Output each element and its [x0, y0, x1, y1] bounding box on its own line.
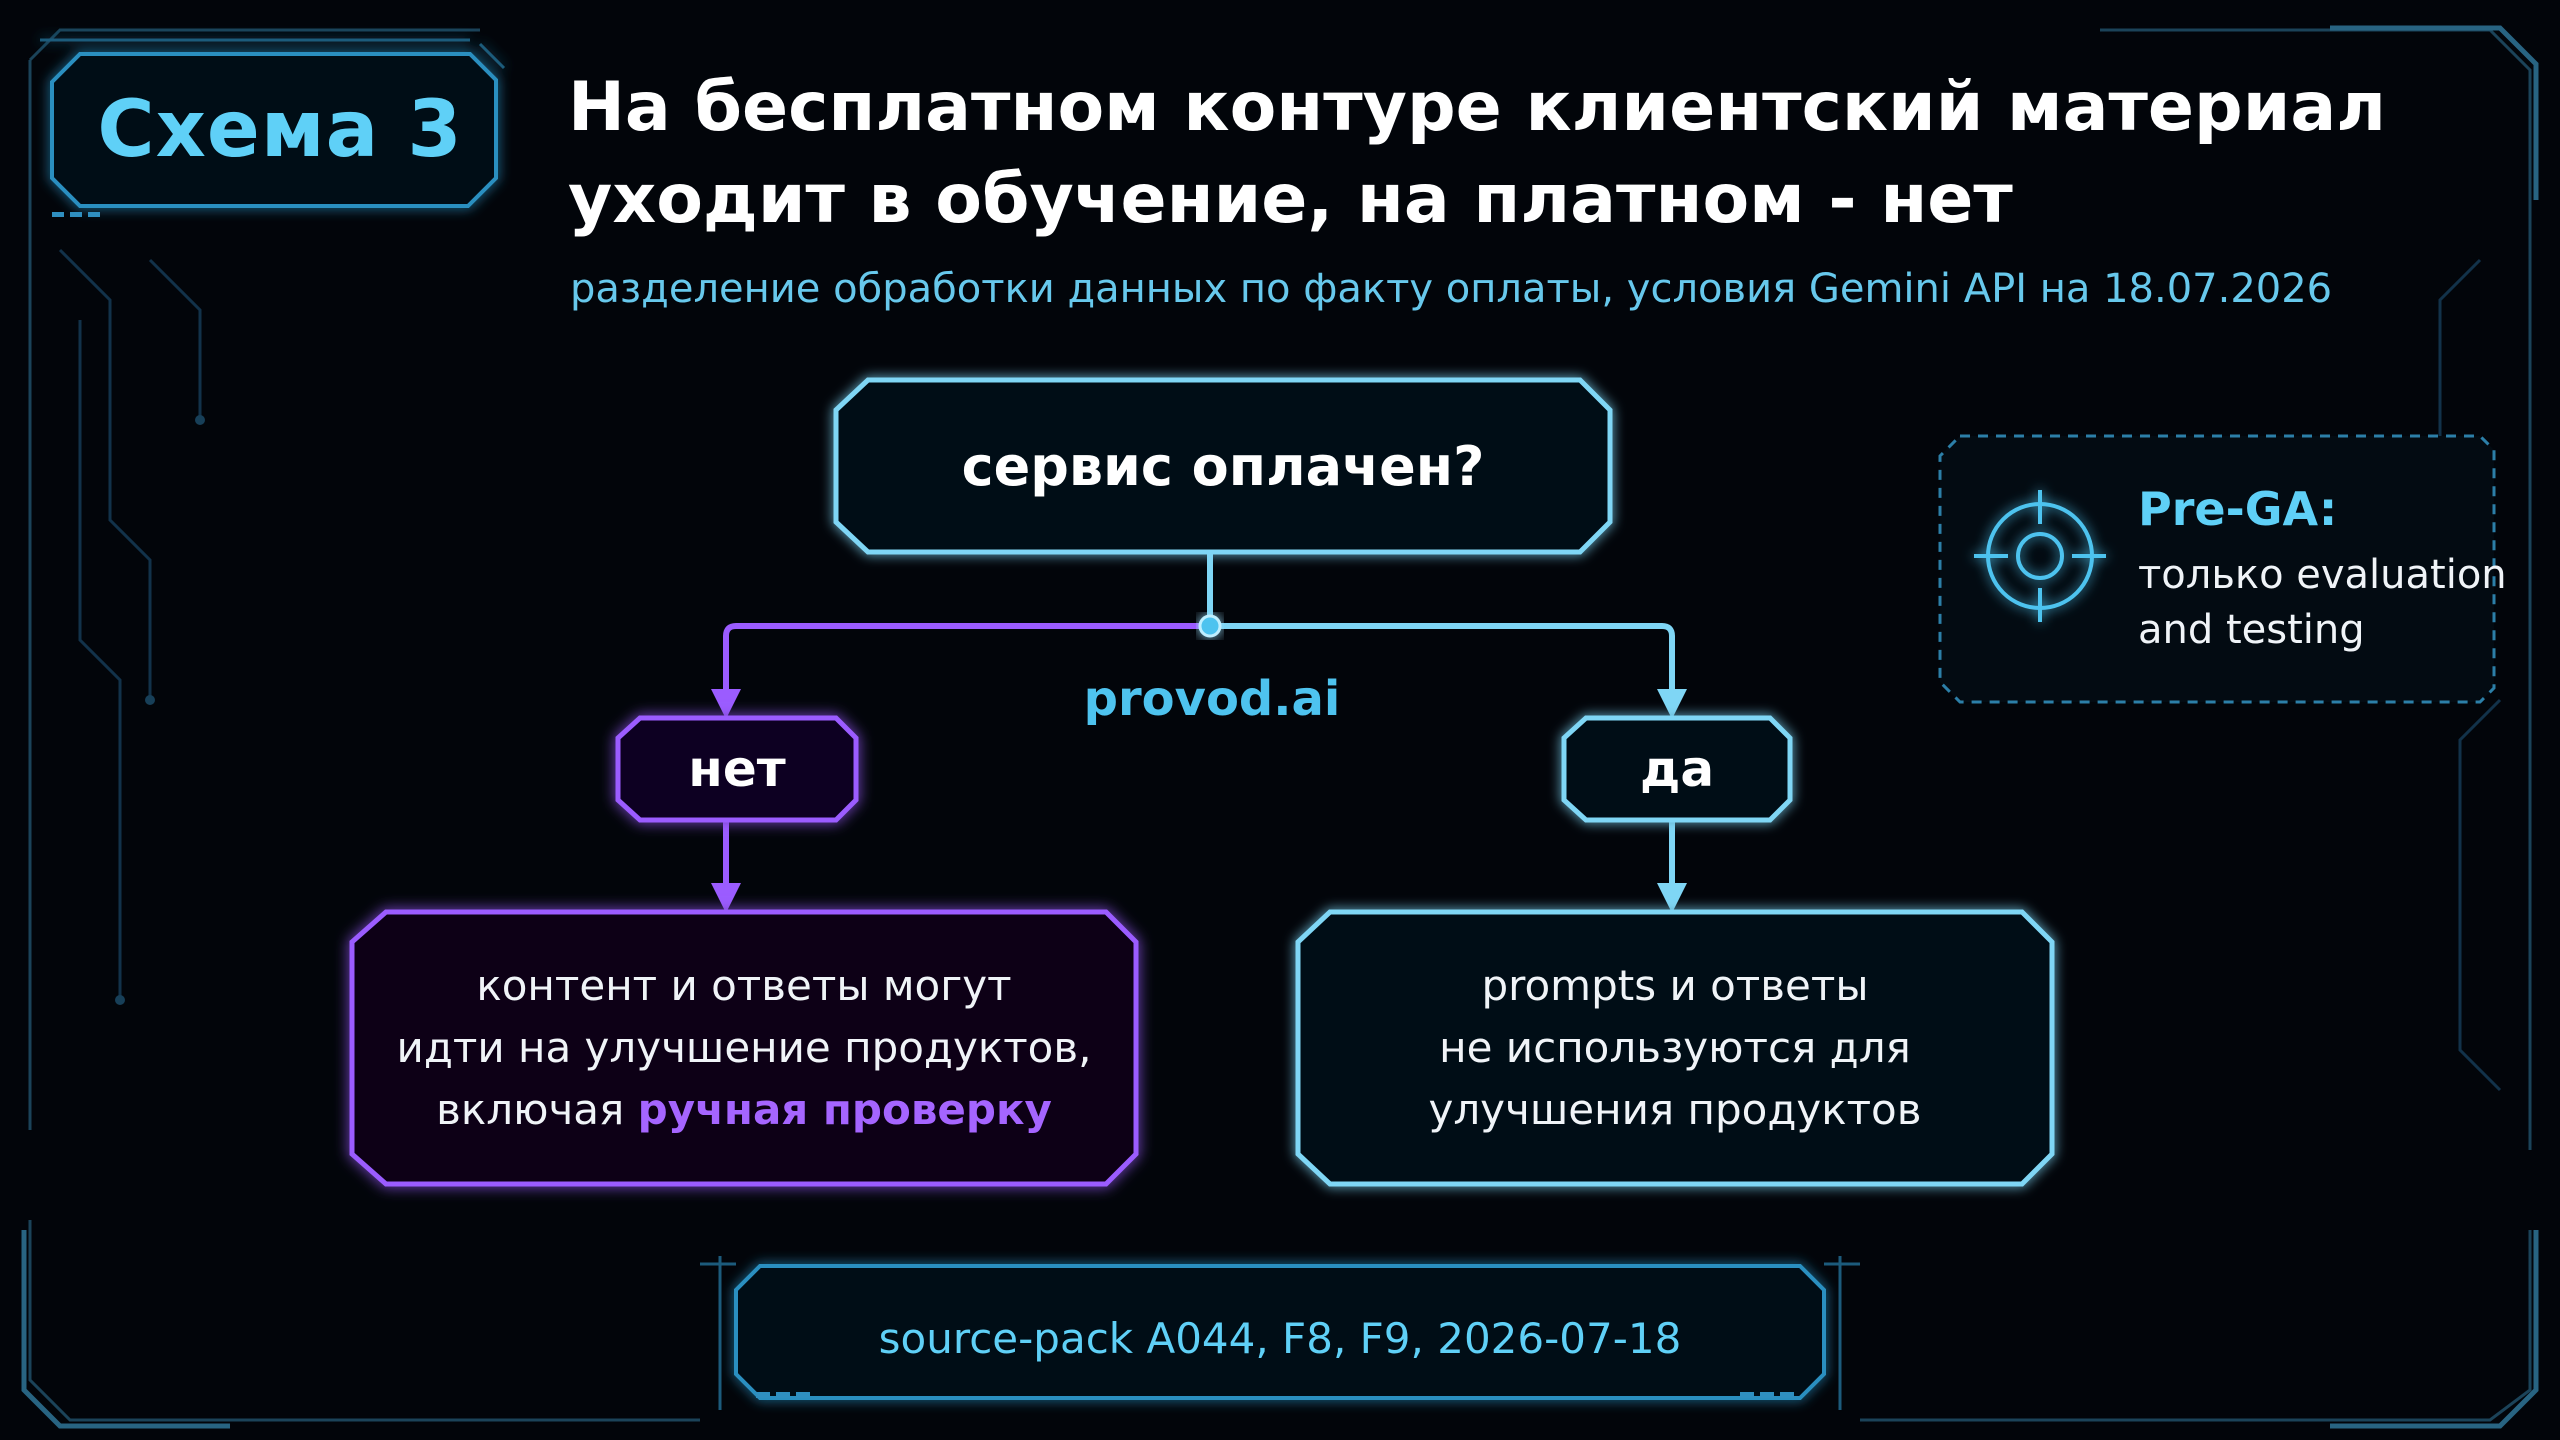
note-line-1: только evaluation [2138, 552, 2507, 598]
source-footer: source-pack A044, F8, F9, 2026-07-18 [878, 1313, 1682, 1363]
outer-frame [21, 25, 2539, 1429]
scheme-badge: Схема 3 [97, 85, 463, 175]
title-line-1: На бесплатном контуре клиентский материа… [568, 68, 2387, 147]
badge-frame [40, 38, 506, 208]
no-outcome-line-1: контент и ответы могут [476, 961, 1012, 1010]
right-box-frame [1295, 909, 2055, 1187]
yes-outcome-line-1: prompts и ответы [1481, 961, 1869, 1010]
crosshair-icon [1974, 490, 2106, 622]
page-subtitle: разделение обработки данных по факту опл… [570, 266, 2333, 312]
connectors [711, 552, 1687, 913]
no-node: нет [688, 740, 786, 798]
footer-frame [700, 1256, 1860, 1410]
yes-node: да [1639, 740, 1715, 798]
yes-outcome-line-3: улучшения продуктов [1428, 1085, 1922, 1134]
title-line-2: уходит в обучение, на платном - нет [568, 160, 2013, 239]
question-node-frame [833, 377, 1613, 555]
no-outcome-line-2: идти на улучшение продуктов, [396, 1023, 1092, 1072]
junction-dot [1198, 614, 1222, 638]
no-outcome-box: контент и ответы могут идти на улучшение… [352, 912, 1136, 1184]
note-frame [1938, 434, 2496, 704]
manual-review-highlight: ручная проверку [637, 1085, 1052, 1134]
yes-node-frame [1561, 715, 1793, 823]
yes-outcome-box: prompts и ответы не используются для улу… [1298, 912, 2052, 1184]
page-title: На бесплатном контуре клиентский материа… [568, 62, 2468, 246]
circuit-traces [58, 248, 2502, 1092]
note-line-2: and testing [2138, 607, 2365, 653]
note-body: только evaluation and testing [2138, 548, 2508, 658]
question-node: сервис оплачен? [961, 434, 1485, 498]
yes-outcome-line-2: не используются для [1439, 1023, 1911, 1072]
watermark: provod.ai [1083, 671, 1341, 727]
no-outcome-line-3-plain: включая [436, 1085, 638, 1134]
left-box-frame [349, 909, 1139, 1187]
no-outcome-line-3: включая ручная проверку [436, 1079, 1052, 1141]
no-node-frame [615, 715, 859, 823]
note-title: Pre-GA: [2138, 482, 2338, 536]
